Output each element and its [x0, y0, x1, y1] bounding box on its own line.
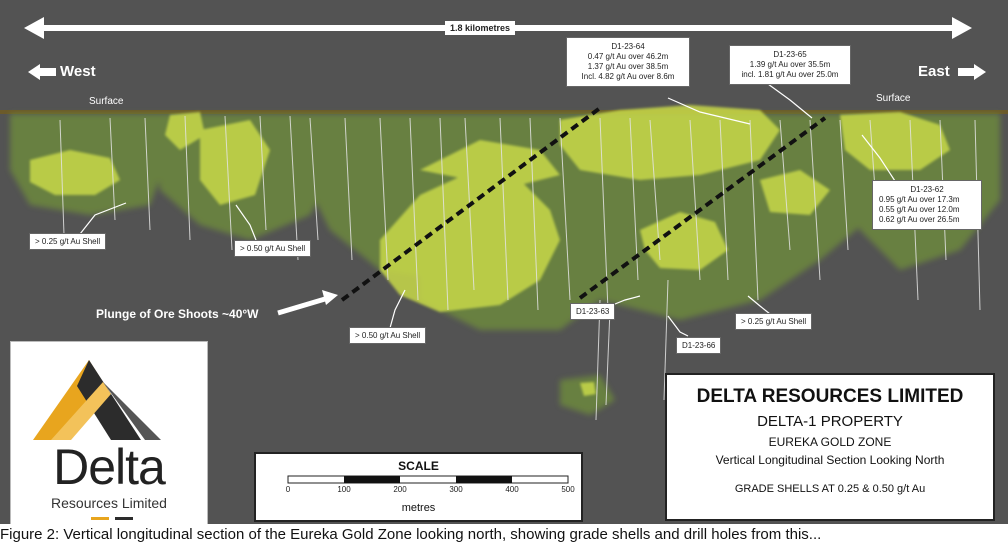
company-name: DELTA RESOURCES LIMITED [696, 386, 964, 407]
scale-bar [287, 475, 569, 484]
west-arrow-icon [28, 64, 56, 80]
west-label: West [60, 63, 96, 80]
hole-result: 0.47 g/t Au over 46.2m [587, 52, 669, 61]
logo-subtitle: Resources Limited [51, 495, 167, 511]
section-view: 1.8 kilometres West East Surface Surface… [0, 0, 1008, 524]
hole-callout-d1-23-62: D1-23-62 0.95 g/t Au over 17.3m 0.55 g/t… [872, 180, 982, 230]
hole-id: D1-23-65 [773, 50, 807, 59]
plunge-line-east [578, 116, 827, 300]
scale-bar-panel: SCALE 0 100 200 300 400 500 metres [254, 452, 583, 522]
leader-lines [79, 83, 896, 337]
hole-id: D1-23-62 [910, 185, 944, 194]
section-description: Vertical Longitudinal Section Looking No… [715, 453, 945, 467]
surface-label-west: Surface [89, 96, 124, 107]
hole-label-d1-23-66: D1-23-66 [676, 337, 722, 354]
east-arrow-icon [958, 64, 986, 80]
high-grade-shell [30, 105, 950, 396]
distance-label: 1.8 kilometres [445, 21, 516, 35]
shell-label-high-center: > 0.50 g/t Au Shell [349, 327, 427, 344]
surface-line [0, 110, 1008, 114]
scale-tick: 200 [393, 485, 407, 494]
hole-label-d1-23-63: D1-23-63 [570, 303, 616, 320]
surface-label-east: Surface [876, 93, 911, 104]
hole-result: 0.95 g/t Au over 17.3m [879, 195, 960, 204]
zone-name: EUREKA GOLD ZONE [768, 435, 892, 449]
scale-tick: 500 [561, 485, 575, 494]
plunge-line-west [340, 106, 602, 302]
east-label: East [918, 63, 950, 80]
logo-underline-gold [91, 517, 109, 520]
company-logo: Delta Resources Limited [10, 341, 208, 524]
logo-wordmark: Delta [53, 439, 166, 495]
property-name: DELTA-1 PROPERTY [757, 413, 903, 430]
hole-result: 1.37 g/t Au over 38.5m [587, 62, 669, 71]
hole-result: incl. 1.81 g/t Au over 25.0m [741, 70, 839, 79]
scale-title: SCALE [398, 459, 439, 473]
scale-unit: metres [401, 502, 436, 514]
shell-label-low-right: > 0.25 g/t Au Shell [735, 313, 813, 330]
shell-label-high-left: > 0.50 g/t Au Shell [234, 240, 312, 257]
hole-result: Incl. 4.82 g/t Au over 8.6m [581, 72, 675, 81]
grade-shells-note: GRADE SHELLS AT 0.25 & 0.50 g/t Au [734, 483, 926, 495]
hole-id: D1-23-64 [611, 42, 645, 51]
plunge-arrow [277, 290, 338, 316]
scale-tick: 300 [449, 485, 463, 494]
figure-caption: Figure 2: Vertical longitudinal section … [0, 526, 822, 543]
hole-result: 0.55 g/t Au over 12.0m [879, 205, 960, 214]
hole-result: 1.39 g/t Au over 35.5m [749, 60, 831, 69]
hole-callout-d1-23-65: D1-23-65 1.39 g/t Au over 35.5m incl. 1.… [729, 45, 851, 85]
scale-tick: 100 [337, 485, 351, 494]
scale-tick: 400 [505, 485, 519, 494]
hole-callout-d1-23-64: D1-23-64 0.47 g/t Au over 46.2m 1.37 g/t… [566, 37, 690, 87]
logo-underline-dark [115, 517, 133, 520]
section-graphic [0, 17, 1008, 421]
hole-result: 0.62 g/t Au over 26.5m [879, 215, 960, 224]
shell-label-low-left: > 0.25 g/t Au Shell [29, 233, 107, 250]
scale-tick: 0 [285, 485, 291, 494]
title-block: DELTA RESOURCES LIMITED DELTA-1 PROPERTY… [665, 373, 995, 521]
triangle-logo-icon [33, 360, 161, 440]
plunge-label: Plunge of Ore Shoots ~40°W [96, 307, 259, 321]
